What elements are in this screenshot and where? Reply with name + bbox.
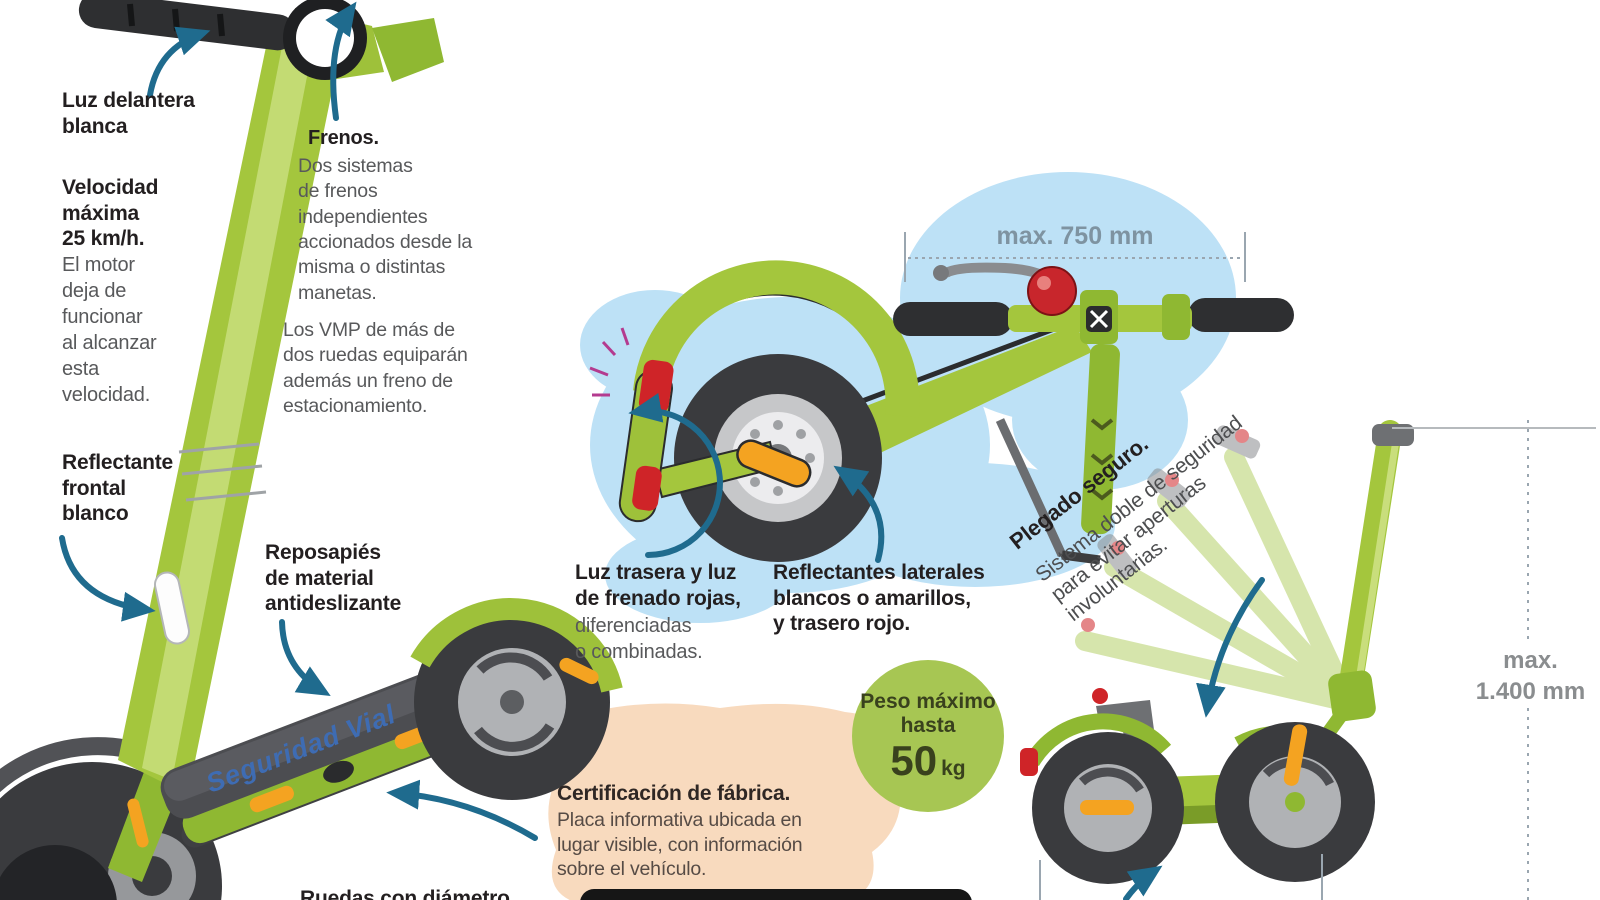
fold-latch-icon (1089, 309, 1109, 329)
max-speed-title: Velocidad máxima 25 km/h. (62, 176, 159, 251)
certification-blob (548, 703, 901, 900)
brake-lever-arrow (325, 1, 357, 121)
fork-reflector (127, 798, 149, 848)
certification-title: Certificación de fábrica. (557, 782, 791, 805)
brakes-body-1: Dos sistemas de frenos independientes ac… (298, 155, 472, 304)
footrest-arrow (279, 619, 331, 696)
folding-arrow (1196, 577, 1265, 718)
main-rear-wheel (410, 598, 623, 800)
front-reflector-pill (154, 571, 190, 645)
brakes-title: Frenos. (308, 127, 379, 149)
deck-bottom-arrow (1123, 865, 1163, 900)
certification-body: Placa informativa ubicada en lugar visib… (557, 809, 803, 881)
handlebar-width-dimension: max. 750 mm (996, 222, 1154, 250)
front-reflector-label: Reflectante frontal blanco (62, 451, 174, 526)
front-light-arrow (147, 26, 211, 98)
footrest-label: Reposapiés de material antideslizante (265, 541, 402, 616)
max-height-dimension: max. 1.400 mm (1448, 645, 1600, 708)
weight-line1: Peso máximo (860, 689, 996, 713)
weight-badge: Peso máximo hasta 50 kg (852, 660, 1004, 812)
weight-value: 50 (890, 737, 938, 785)
weight-line2: hasta (900, 714, 956, 737)
rear-light-title: Luz trasera y luz de frenado rojas, (575, 561, 741, 610)
right-grip (1188, 298, 1294, 332)
front-reflector-arrow (59, 535, 156, 622)
certification-arrow (386, 779, 538, 841)
rear-light-body: diferenciadas o combinadas. (575, 615, 703, 663)
front-light-label: Luz delantera blanca (62, 89, 195, 138)
brakes-body-2: Los VMP de más de dos ruedas equiparán a… (283, 319, 468, 418)
annotation-arrows (59, 1, 1265, 900)
deck-side-reflector (249, 785, 294, 813)
bell (1027, 266, 1077, 316)
rear-light-red (632, 465, 662, 511)
weight-unit: kg (941, 757, 966, 781)
charging-port (323, 760, 354, 783)
handlebar-top-view (893, 232, 1294, 535)
handlebar (78, 0, 444, 82)
side-reflector-orange (736, 439, 812, 488)
rear-wheel-detail (589, 260, 1101, 565)
certification-plate (580, 889, 972, 900)
ghost-stems (1075, 425, 1358, 712)
folding-scooter (1020, 420, 1596, 900)
left-grip (893, 302, 1013, 336)
wheels-label-partial: Ruedas con diámetro (300, 887, 510, 900)
side-reflectors-label: Reflectantes laterales blancos o amarill… (773, 561, 985, 636)
side-reflector-arrow (833, 465, 885, 563)
folded-tail-light (1020, 748, 1038, 776)
max-speed-body: El motor deja de funcionar al alcanzar e… (62, 254, 157, 406)
light-rays (589, 327, 630, 397)
rear-light-arrow (628, 393, 723, 558)
